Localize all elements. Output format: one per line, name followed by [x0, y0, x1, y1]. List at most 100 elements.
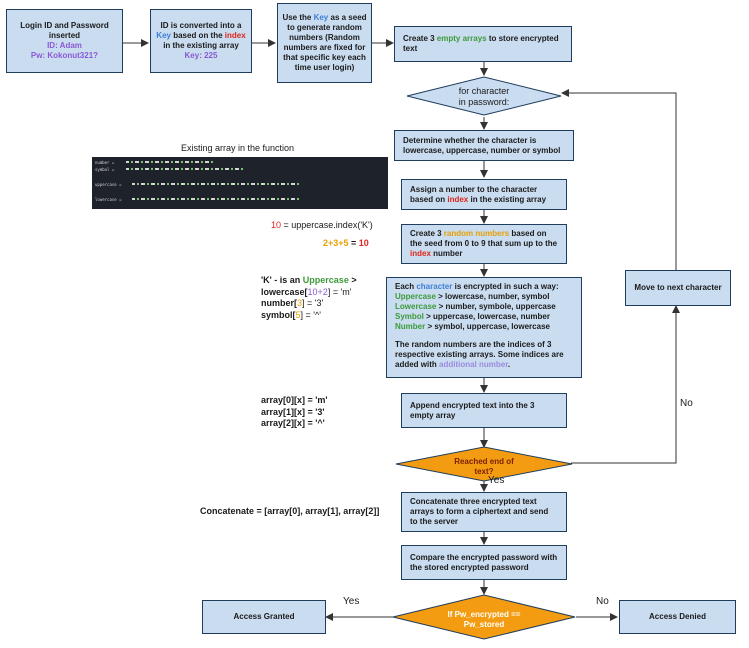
- determine-text: Determine whether the character is lower…: [403, 135, 561, 155]
- random-index-word: index: [410, 249, 431, 258]
- k-l4b: 5: [295, 310, 301, 321]
- determine-box: Determine whether the character is lower…: [394, 130, 574, 161]
- loop-decision: for character in password:: [430, 86, 538, 109]
- end-line2: text?: [474, 467, 494, 476]
- seed-key-word: Key: [313, 13, 329, 22]
- index-eq-rest: = uppercase.index('K'): [281, 220, 373, 230]
- arrow-end-no-to-move: [571, 305, 680, 464]
- random-p2: based on the seed from 0 to 9 that sum u…: [410, 229, 558, 248]
- final-yes-label: Yes: [343, 596, 360, 607]
- code-label-uppercase: uppercase =: [95, 182, 122, 187]
- code-label-symbol: symbol =: [95, 167, 115, 172]
- final-no-label: No: [596, 596, 609, 607]
- concat-note: Concatenate = [array[0], array[1], array…: [200, 506, 380, 516]
- create-p1: Create 3: [403, 34, 437, 43]
- array-line: array[1][x] = '3': [261, 406, 325, 417]
- sum-parts: 2+3+5: [323, 238, 349, 248]
- move-next-box: Move to next character: [625, 270, 731, 306]
- k-l1a: 'K' - is an: [261, 275, 303, 285]
- convert-p2: based on the: [170, 31, 223, 40]
- code-row: [132, 183, 380, 186]
- code-label-lowercase: lowercase =: [95, 197, 122, 202]
- concat-box: Concatenate three encrypted text arrays …: [401, 492, 567, 532]
- encrypt-character-word: character: [416, 282, 453, 291]
- array-line: array[2][x] = '^': [261, 418, 325, 429]
- sum-total: 10: [358, 238, 369, 248]
- compare-text: Compare the encrypted password with the …: [410, 552, 558, 572]
- append-box: Append encrypted text into the 3 empty a…: [401, 393, 567, 428]
- loop-decision-diamond: [406, 76, 562, 116]
- denied-text: Access Denied: [649, 612, 706, 621]
- loop-line1: for character: [458, 86, 510, 96]
- k-l2c: ] = 'm': [327, 286, 352, 297]
- end-decision-diamond: [395, 446, 573, 482]
- random-p3: number: [430, 249, 463, 258]
- access-granted-box: Access Granted: [202, 600, 326, 634]
- k-l1b: Uppercase: [302, 275, 349, 285]
- create-p2: to store encrypted text: [403, 34, 559, 53]
- seed-p2: as a: [328, 13, 347, 22]
- array-line: array[0][x] = 'm': [261, 395, 328, 405]
- final-line1: If Pw_encrypted ==: [447, 610, 521, 619]
- assign-box: Assign a number to the character based o…: [401, 179, 567, 210]
- encrypt-additional-word: additional number: [439, 360, 508, 369]
- rule-rest: > uppercase, lowercase, number: [423, 312, 550, 321]
- access-denied-box: Access Denied: [619, 600, 736, 634]
- encrypt-p3: The random numbers are the indices of 3 …: [395, 340, 564, 369]
- code-row: [132, 198, 380, 201]
- k-l3b: 3: [297, 298, 303, 309]
- login-line1: Login ID and Password: [20, 21, 109, 30]
- k-l3a: number[: [261, 298, 297, 309]
- append-text: Append encrypted text into the 3 empty a…: [410, 400, 535, 420]
- rule-row: Number > symbol, uppercase, lowercase: [395, 322, 573, 332]
- encrypt-rules-box: Each character is encrypted in such a wa…: [386, 277, 582, 378]
- assign-p1: Assign a number to the character based o…: [410, 184, 538, 204]
- login-box: Login ID and Password inserted ID: Adam …: [6, 9, 123, 73]
- convert-p3: in the existing: [163, 41, 217, 50]
- end-decision: Reached end of text?: [434, 457, 534, 477]
- final-decision: If Pw_encrypted == Pw_stored: [429, 610, 539, 630]
- k-l2b: 10+2: [307, 286, 328, 297]
- rule-row: Symbol > uppercase, lowercase, number: [395, 312, 573, 322]
- rule-row: Uppercase > lowercase, number, symbol: [395, 292, 573, 302]
- random-numbers-box: Create 3 random numbers based on the see…: [401, 224, 567, 264]
- concat-text: Concatenate three encrypted text arrays …: [410, 497, 549, 526]
- login-id: ID: Adam: [47, 41, 82, 50]
- code-row: [126, 168, 380, 171]
- index-equation: 10 = uppercase.index('K'): [271, 220, 373, 230]
- end-yes-label: Yes: [488, 475, 505, 486]
- arrow-move-to-loop: [561, 89, 677, 270]
- compare-box: Compare the encrypted password with the …: [401, 545, 567, 580]
- encrypt-p2: is encrypted in such a way:: [452, 282, 559, 291]
- seed-p1: Use the: [282, 13, 314, 22]
- code-row: [126, 161, 380, 164]
- k-l2a: lowercase[: [261, 286, 308, 297]
- index-eq-num: 10: [271, 220, 282, 230]
- existing-array-title: Existing array in the function: [181, 143, 295, 153]
- rule-rest: > symbol, uppercase, lowercase: [425, 322, 550, 331]
- convert-p1: ID is converted into a: [160, 21, 242, 30]
- sum-eq: =: [348, 238, 359, 248]
- rule-kind: Number: [395, 322, 426, 331]
- random-word: random numbers: [443, 229, 510, 238]
- rule-kind: Uppercase: [395, 292, 436, 301]
- rule-row: Lowercase > number, symbole, uppercase: [395, 302, 573, 312]
- k-l3c: ] = '3': [302, 298, 324, 309]
- convert-p4: array: [219, 41, 239, 50]
- k-l4c: ] = '^': [300, 310, 321, 321]
- random-p1: Create 3: [410, 229, 444, 238]
- convert-key-word: Key: [156, 31, 171, 40]
- create-empty-word: empty arrays: [436, 34, 487, 43]
- sum-equation: 2+3+5 = 10: [323, 238, 369, 248]
- assign-p2: in the existing array: [468, 194, 547, 204]
- login-line2: inserted: [48, 31, 81, 40]
- granted-text: Access Granted: [233, 612, 295, 621]
- final-line2: Pw_stored: [463, 620, 505, 629]
- array-lines-note: array[0][x] = 'm' array[1][x] = '3' arra…: [261, 395, 328, 430]
- k-example-note: 'K' - is an Uppercase > lowercase[10+2] …: [261, 275, 357, 322]
- convert-index-word: index: [224, 31, 246, 40]
- seed-box: Use the Key as a seed to generate random…: [277, 3, 372, 83]
- create-arrays-box: Create 3 empty arrays to store encrypted…: [394, 26, 572, 62]
- k-l4a: symbol[: [261, 310, 296, 321]
